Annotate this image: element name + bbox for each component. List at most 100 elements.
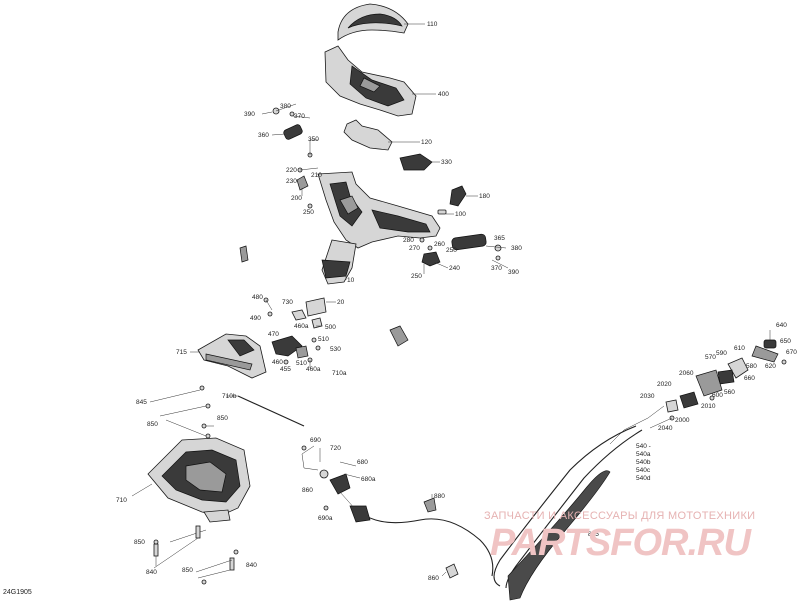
callout-680: 680 <box>357 459 368 466</box>
callout-715: 715 <box>176 349 187 356</box>
callout-880: 880 <box>434 493 445 500</box>
callout-730: 730 <box>282 299 293 306</box>
callout-540b: 540b <box>636 459 651 466</box>
callout-240: 240 <box>449 265 460 272</box>
part-180-throttle-lever <box>437 185 478 215</box>
callout-200: 200 <box>291 195 302 202</box>
callout-540a: 540a <box>636 451 651 458</box>
part-clamp-hardware <box>419 237 449 274</box>
callout-710: 710 <box>116 497 127 504</box>
callout-labels: 110 400 390 380 370 360 350 120 330 220 … <box>116 21 797 582</box>
callout-250: 250 <box>411 273 422 280</box>
part-365-right-grip <box>451 233 509 269</box>
callout-110: 110 <box>427 21 438 28</box>
callout-390: 390 <box>244 111 255 118</box>
callout-530: 530 <box>330 346 341 353</box>
callout-660: 660 <box>744 375 755 382</box>
callout-2020: 2020 <box>657 381 672 388</box>
callout-390: 390 <box>508 269 519 276</box>
callout-850: 850 <box>182 567 193 574</box>
part-linkage-rod <box>301 445 371 523</box>
callout-2060: 2060 <box>679 370 694 377</box>
callout-840: 840 <box>146 569 157 576</box>
callout-720: 720 <box>330 445 341 452</box>
callout-580: 580 <box>746 363 757 370</box>
callout-540: 540 - <box>636 443 651 450</box>
part-715-console-mount <box>190 333 267 379</box>
part-120-bracket <box>343 119 420 151</box>
callout-710a: 710a <box>332 370 347 377</box>
callout-590: 590 <box>716 350 727 357</box>
callout-850: 850 <box>134 539 145 546</box>
callout-860: 860 <box>428 575 439 582</box>
callout-500: 500 <box>325 324 336 331</box>
callout-560: 560 <box>724 389 735 396</box>
part-880-cable-clip <box>423 494 437 513</box>
part-845-850-bolts-upper <box>149 385 214 439</box>
callout-100: 100 <box>455 211 466 218</box>
callout-850: 850 <box>217 415 228 422</box>
part-10-steering-stem <box>317 171 441 285</box>
callout-650: 650 <box>780 338 791 345</box>
callout-850: 850 <box>147 421 158 428</box>
callout-470: 470 <box>268 331 279 338</box>
callout-120: 120 <box>421 139 432 146</box>
part-710-console <box>131 437 251 523</box>
callout-20: 20 <box>337 299 345 306</box>
part-small-brackets <box>239 245 409 347</box>
callout-250: 250 <box>446 247 457 254</box>
callout-180: 180 <box>479 193 490 200</box>
callout-220: 220 <box>286 167 297 174</box>
callout-540c: 540c <box>636 467 651 474</box>
callout-885: 885 <box>588 531 599 538</box>
callout-250: 250 <box>303 209 314 216</box>
callout-2030: 2030 <box>640 393 655 400</box>
callout-2000: 2000 <box>675 417 690 424</box>
callout-380: 380 <box>280 103 291 110</box>
part-540-throttle-cable <box>359 425 643 601</box>
callout-640: 640 <box>776 322 787 329</box>
part-throttle-housing <box>609 330 787 445</box>
callout-860: 860 <box>302 487 313 494</box>
watermark-caption: ЗАПЧАСТИ И АКСЕССУАРЫ ДЛЯ МОТОТЕХНИКИ <box>484 510 756 522</box>
part-710b-rod <box>226 395 305 427</box>
callout-330: 330 <box>441 159 452 166</box>
callout-480: 480 <box>252 294 263 301</box>
part-840-850-bolts-lower <box>153 525 239 585</box>
callout-490: 490 <box>250 315 261 322</box>
callout-620: 620 <box>765 363 776 370</box>
callout-2040: 2040 <box>658 425 673 432</box>
callout-510: 510 <box>296 360 307 367</box>
callout-380: 380 <box>511 245 522 252</box>
callout-710b: 710b <box>222 393 237 400</box>
callout-690a: 690a <box>318 515 333 522</box>
callout-845: 845 <box>136 399 147 406</box>
callout-210: 210 <box>311 172 322 179</box>
part-support-bracket <box>271 335 321 368</box>
callout-365: 365 <box>494 235 505 242</box>
callout-510: 510 <box>318 336 329 343</box>
callout-350: 350 <box>308 136 319 143</box>
callout-570: 570 <box>705 354 716 361</box>
callout-460a: 460a <box>294 323 309 330</box>
part-110-top-cover <box>337 3 425 41</box>
callout-680a: 680a <box>361 476 376 483</box>
callout-280: 280 <box>403 237 414 244</box>
callout-840: 840 <box>246 562 257 569</box>
callout-270: 270 <box>409 245 420 252</box>
callout-460a: 460a <box>306 366 321 373</box>
callout-455: 455 <box>280 366 291 373</box>
callout-10: 10 <box>347 277 355 284</box>
callout-370: 370 <box>491 265 502 272</box>
part-left-grip-hardware <box>261 103 318 158</box>
part-400-handlebar-cover <box>324 45 436 117</box>
callout-460: 460 <box>272 359 283 366</box>
callout-230: 230 <box>286 178 297 185</box>
callout-360: 360 <box>258 132 269 139</box>
callout-670: 670 <box>786 349 797 356</box>
callout-600: 600 <box>712 392 723 399</box>
part-860-cap <box>441 563 459 579</box>
callout-400: 400 <box>438 91 449 98</box>
part-left-switch-hardware <box>296 167 319 209</box>
